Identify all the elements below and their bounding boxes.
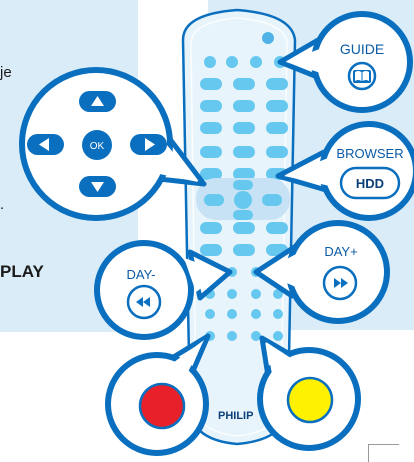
- remote-button[interactable]: [273, 309, 283, 319]
- remote-button[interactable]: [251, 289, 261, 299]
- day-plus-label: DAY+: [324, 244, 357, 259]
- remote-button[interactable]: [233, 222, 255, 234]
- nav-left-button[interactable]: [27, 134, 64, 155]
- remote-button[interactable]: [227, 289, 237, 299]
- remote-button[interactable]: [273, 331, 283, 341]
- remote-button[interactable]: [227, 309, 237, 319]
- remote-button[interactable]: [204, 56, 216, 68]
- hdd-button[interactable]: [339, 166, 401, 200]
- text-fragment-play: PLAY: [0, 262, 44, 281]
- arrow-down-icon: [91, 182, 104, 192]
- page-corner-mark: [368, 444, 399, 462]
- remote-nav-up[interactable]: [233, 180, 253, 190]
- remote-button[interactable]: [200, 122, 222, 134]
- remote-nav-down[interactable]: [233, 210, 253, 220]
- remote-nav-ok[interactable]: [234, 191, 252, 209]
- remote-nav-left[interactable]: [204, 194, 224, 206]
- remote-button[interactable]: [233, 168, 255, 180]
- arrow-up-icon: [91, 96, 104, 106]
- remote-brand: PHILIP: [218, 410, 253, 422]
- yellow-button[interactable]: [286, 376, 334, 424]
- nav-down-button[interactable]: [79, 176, 116, 197]
- remote-button[interactable]: [273, 289, 283, 299]
- nav-right-button[interactable]: [130, 134, 167, 155]
- nav-ok-label: OK: [90, 141, 105, 152]
- remote-button[interactable]: [233, 78, 255, 90]
- remote-button[interactable]: [266, 146, 288, 158]
- nav-ok-button[interactable]: [82, 130, 112, 160]
- remote-button[interactable]: [200, 244, 222, 256]
- remote-button[interactable]: [250, 56, 262, 68]
- remote-top-buttons: [204, 56, 286, 68]
- guide-button[interactable]: [347, 61, 377, 91]
- day-minus-label: DAY-: [127, 267, 156, 282]
- remote-button[interactable]: [266, 100, 288, 112]
- book-icon: [355, 71, 369, 81]
- remote-button[interactable]: [251, 309, 261, 319]
- remote-button[interactable]: [200, 222, 222, 234]
- text-fragment-je: je: [0, 64, 12, 81]
- remote-top-button[interactable]: [262, 32, 274, 44]
- remote-button[interactable]: [227, 331, 237, 341]
- guide-label: GUIDE: [340, 41, 384, 57]
- remote-button[interactable]: [251, 331, 261, 341]
- remote-button[interactable]: [205, 309, 215, 319]
- remote-button[interactable]: [226, 56, 238, 68]
- remote-nav-right[interactable]: [262, 194, 282, 206]
- remote-button[interactable]: [200, 100, 222, 112]
- hdd-button-label: HDD: [356, 176, 384, 191]
- remote-button[interactable]: [233, 122, 255, 134]
- remote-button[interactable]: [266, 78, 288, 90]
- remote-button[interactable]: [233, 244, 255, 256]
- remote-button[interactable]: [200, 78, 222, 90]
- browser-label: BROWSER: [336, 146, 403, 161]
- arrow-right-icon: [145, 138, 155, 151]
- remote-button[interactable]: [200, 168, 222, 180]
- arrow-left-icon: [39, 138, 49, 151]
- rewind-icon: [136, 297, 150, 307]
- text-fragment-dot: .: [0, 196, 5, 213]
- fast-forward-icon: [334, 278, 348, 288]
- remote-button[interactable]: [266, 122, 288, 134]
- remote-nav-cluster: [204, 180, 282, 220]
- remote-button[interactable]: [233, 100, 255, 112]
- remote-button[interactable]: [266, 222, 288, 234]
- remote-button[interactable]: [233, 146, 255, 158]
- remote-button[interactable]: [200, 146, 222, 158]
- nav-up-button[interactable]: [79, 91, 116, 112]
- remote-lower-capsules: [200, 222, 288, 256]
- red-button[interactable]: [138, 382, 186, 430]
- remote-capsule-buttons: [200, 78, 288, 180]
